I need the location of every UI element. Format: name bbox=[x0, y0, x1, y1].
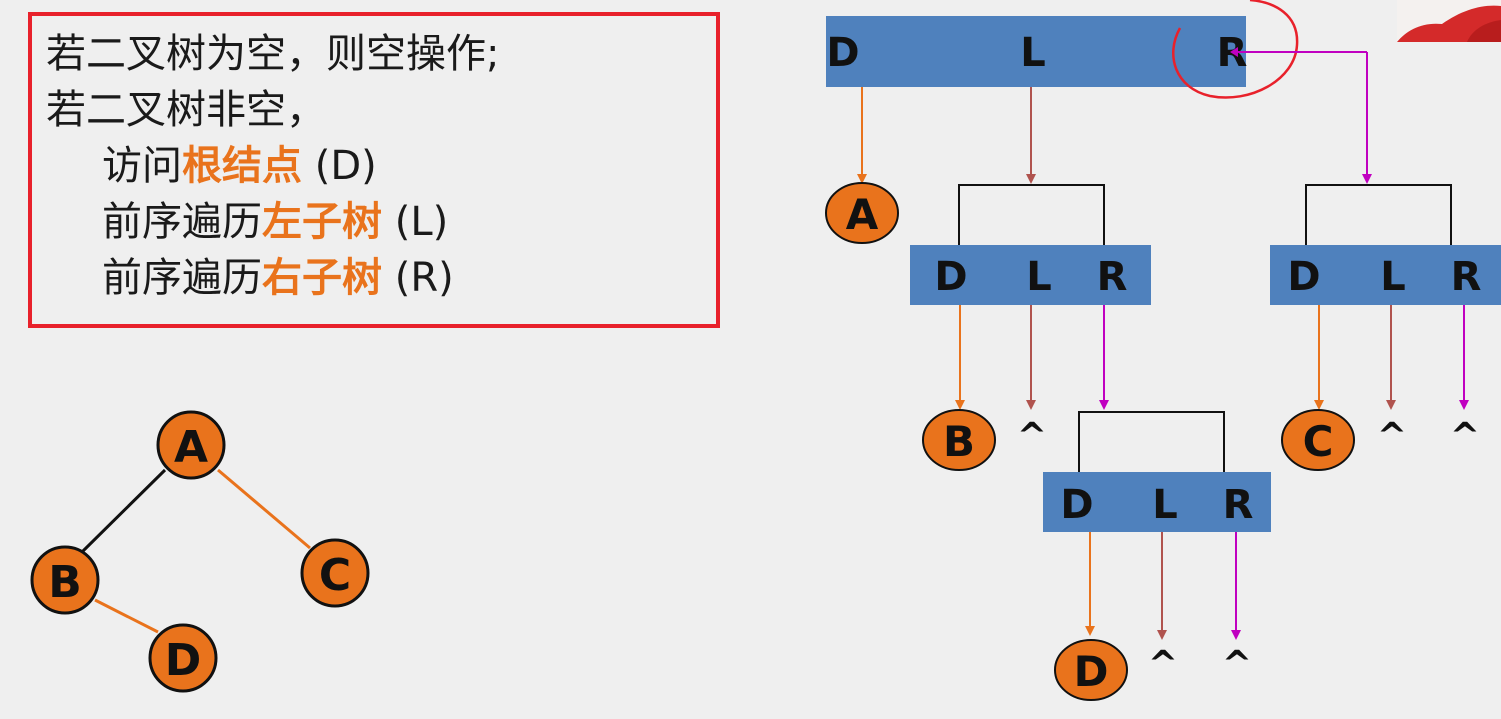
rule-traverse-left-suffix: (L) bbox=[382, 199, 449, 245]
arrow-d-l bbox=[1157, 532, 1167, 640]
tree-node-c: C bbox=[300, 538, 370, 608]
arrow-top-r bbox=[1230, 47, 1372, 184]
rule-visit-root-prefix: 访问 bbox=[102, 143, 182, 189]
block-b-d: D bbox=[934, 254, 967, 300]
rule-traverse-right-prefix: 前序遍历 bbox=[102, 255, 262, 301]
arrow-d-r bbox=[1231, 532, 1241, 640]
visited-node-c-label: C bbox=[1303, 417, 1334, 466]
rule-traverse-right-suffix: (R) bbox=[382, 255, 454, 301]
description-box: 若二叉树为空，则空操作; 若二叉树非空， 访问根结点 (D) 前序遍历左子树 (… bbox=[28, 12, 720, 328]
arrow-b-l bbox=[1026, 305, 1036, 410]
tree-node-a-label: A bbox=[174, 422, 208, 473]
top-block bbox=[826, 16, 1246, 87]
arrow-b-r bbox=[1099, 305, 1109, 410]
visited-node-b: B bbox=[922, 409, 996, 471]
block-c-r: R bbox=[1451, 254, 1482, 300]
block-d-l: L bbox=[1152, 482, 1178, 528]
bracket-b-right-subtree bbox=[1078, 411, 1225, 472]
visited-node-d-label: D bbox=[1074, 647, 1109, 696]
rule-visit-root-highlight: 根结点 bbox=[182, 143, 302, 189]
block-c-d: D bbox=[1287, 254, 1320, 300]
arrow-top-l bbox=[1026, 87, 1036, 184]
top-block-l: L bbox=[1020, 30, 1046, 76]
arrow-c-r bbox=[1459, 305, 1469, 410]
block-c bbox=[1270, 245, 1501, 305]
presenter-video-thumbnail bbox=[1397, 0, 1501, 42]
visited-node-a-label: A bbox=[846, 190, 879, 239]
tree-node-a: A bbox=[156, 410, 226, 480]
tree-node-b-label: B bbox=[48, 557, 82, 608]
arrow-c-d bbox=[1314, 305, 1324, 410]
block-b-r: R bbox=[1097, 254, 1128, 300]
null-d-right: ^ bbox=[1222, 644, 1252, 685]
edge-a-b bbox=[80, 468, 167, 554]
block-c-l: L bbox=[1380, 254, 1406, 300]
arrow-c-l bbox=[1386, 305, 1396, 410]
rule-traverse-left-prefix: 前序遍历 bbox=[102, 199, 262, 245]
presenter-figure bbox=[1397, 0, 1501, 42]
top-block-d: D bbox=[826, 30, 859, 76]
null-d-left: ^ bbox=[1148, 644, 1178, 685]
rule-traverse-right-highlight: 右子树 bbox=[262, 255, 382, 301]
tree-node-c-label: C bbox=[319, 550, 351, 601]
annotation-circle bbox=[1172, 0, 1299, 99]
edge-a-c bbox=[217, 468, 311, 550]
block-d-r: R bbox=[1223, 482, 1254, 528]
block-d-d: D bbox=[1060, 482, 1093, 528]
block-b-l: L bbox=[1026, 254, 1052, 300]
null-c-left: ^ bbox=[1377, 416, 1407, 457]
edge-b-d bbox=[94, 598, 159, 634]
rule-visit-root: 访问根结点 (D) bbox=[102, 142, 377, 190]
block-d bbox=[1043, 472, 1271, 532]
rule-visit-root-suffix: (D) bbox=[302, 143, 377, 189]
rule-empty-tree: 若二叉树为空，则空操作; bbox=[46, 31, 500, 77]
bracket-left-subtree bbox=[958, 184, 1105, 245]
tree-node-b: B bbox=[30, 545, 100, 615]
visited-node-b-label: B bbox=[943, 417, 975, 466]
null-b-left: ^ bbox=[1017, 416, 1047, 457]
rule-traverse-left: 前序遍历左子树 (L) bbox=[102, 198, 448, 246]
tree-node-d-label: D bbox=[165, 635, 202, 686]
visited-node-d: D bbox=[1054, 639, 1128, 701]
rule-traverse-right: 前序遍历右子树 (R) bbox=[102, 254, 454, 302]
visited-node-a: A bbox=[825, 182, 899, 244]
rule-nonempty-tree: 若二叉树非空， bbox=[46, 87, 326, 133]
arrow-top-d bbox=[857, 87, 867, 184]
visited-node-c: C bbox=[1281, 409, 1355, 471]
arrow-d-d bbox=[1085, 532, 1095, 636]
tree-node-d: D bbox=[148, 623, 218, 693]
bracket-right-subtree bbox=[1305, 184, 1452, 245]
rule-traverse-left-highlight: 左子树 bbox=[262, 199, 382, 245]
block-b bbox=[910, 245, 1151, 305]
arrow-b-d bbox=[955, 305, 965, 410]
null-c-right: ^ bbox=[1450, 416, 1480, 457]
